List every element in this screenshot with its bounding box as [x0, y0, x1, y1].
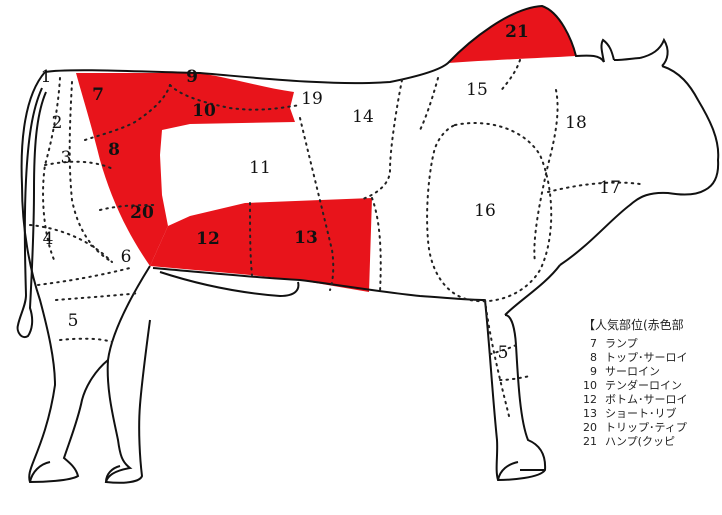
legend-item-name: テンダーロイン [605, 379, 682, 393]
cut-label-2: 2 [52, 113, 63, 133]
legend-item-number: 21 [583, 435, 597, 449]
legend-item-number: 10 [583, 379, 597, 393]
legend-item: 8 トップ･サーロイ [583, 351, 722, 365]
cut-label-9: 9 [186, 67, 198, 87]
legend-item: 9 サーロイン [583, 365, 722, 379]
cut-label-13: 13 [294, 228, 318, 248]
popular-cuts-legend: 【人気部位(赤色部 7 ランプ 8 トップ･サーロイ 9 サーロイン 10 テンダーロイ… [583, 318, 722, 511]
cut-label-6: 6 [121, 247, 132, 267]
cut-label-12: 12 [196, 229, 220, 249]
legend-item: 7 ランプ [583, 337, 722, 351]
legend-item-name: ショート･リブ [605, 407, 677, 421]
cut-label-20: 20 [130, 203, 154, 223]
legend-item-name: トリップ･ティプ [605, 421, 687, 435]
legend-item-number: 9 [583, 365, 597, 379]
cut-label-15: 15 [466, 80, 488, 100]
cut-label-11: 11 [249, 158, 271, 178]
legend-item-name: ランプ [605, 337, 638, 351]
cut-label-4: 4 [43, 229, 54, 249]
legend-item-number: 13 [583, 407, 597, 421]
cut-label-3: 3 [61, 148, 72, 168]
cut-label-5: 5 [498, 343, 509, 363]
legend-item-name: サーロイン [605, 365, 660, 379]
cut-label-8: 8 [108, 140, 120, 160]
legend-item: 21 ハンプ(クッピ [583, 435, 722, 449]
legend-item-name: ボトム･サーロイ [605, 393, 688, 407]
highlighted-cuts [76, 6, 576, 292]
cut-label-16: 16 [474, 201, 496, 221]
cut-label-21: 21 [505, 22, 529, 42]
legend-item-number: 8 [583, 351, 597, 365]
cut-label-10: 10 [192, 101, 216, 121]
cut-label-1: 1 [41, 67, 52, 87]
legend-item: 10 テンダーロイン [583, 379, 722, 393]
cut-label-19: 19 [301, 89, 323, 109]
legend-item: 12 ボトム･サーロイ [583, 393, 722, 407]
legend-item: 20 トリップ･ティプ [583, 421, 722, 435]
legend-item-number: 12 [583, 393, 597, 407]
cut-label-17: 17 [599, 178, 621, 198]
legend-item-number: 20 [583, 421, 597, 435]
cut-label-7: 7 [92, 85, 104, 105]
cut-label-18: 18 [565, 113, 587, 133]
legend-item-name: トップ･サーロイ [605, 351, 688, 365]
legend-item-name: ハンプ(クッピ [605, 435, 675, 449]
cut-label-5: 5 [68, 311, 79, 331]
legend-item: 13 ショート･リブ [583, 407, 722, 421]
cut-label-14: 14 [352, 107, 374, 127]
legend-item-number: 7 [583, 337, 597, 351]
legend-title: 【人気部位(赤色部 [583, 318, 722, 332]
